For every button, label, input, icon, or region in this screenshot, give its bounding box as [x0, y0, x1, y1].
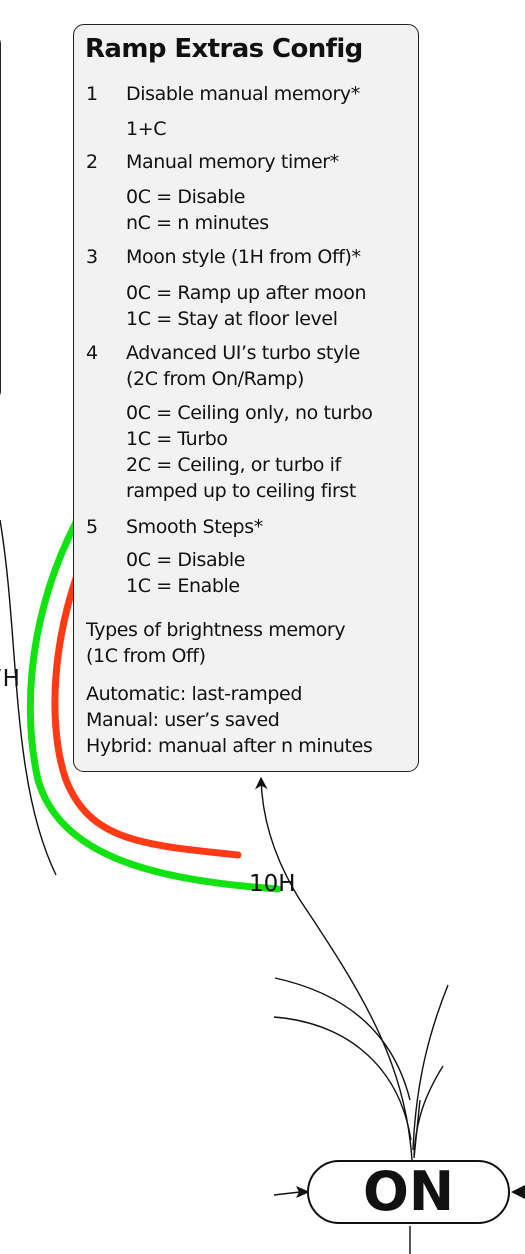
item-label: Smooth Steps* [126, 516, 263, 538]
edge-on-to-config [254, 776, 413, 1161]
edge-curve-a [274, 977, 411, 1101]
item-detail: 1C = Stay at floor level [126, 308, 338, 330]
edge-label-10h: 10H [249, 871, 296, 897]
item-detail: 2C = Ceiling, or turbo if [126, 454, 341, 476]
note-line: (1C from Off) [86, 645, 206, 667]
item-label-continued: (2C from On/Ramp) [126, 368, 305, 390]
edge-label-7h: 7H [0, 666, 20, 692]
item-label: Disable manual memory* [126, 83, 360, 105]
item-number: 5 [86, 516, 98, 538]
edge-curve-e [413, 1099, 421, 1159]
item-label: Moon style (1H from Off)* [126, 246, 361, 268]
item-detail: 1C = Enable [126, 575, 240, 597]
note-line: Manual: user’s saved [86, 709, 280, 731]
config-title: Ramp Extras Config [85, 34, 363, 64]
item-number: 3 [86, 246, 98, 268]
left-node-frame [0, 35, 1, 400]
arrowhead-right-into-on [511, 1185, 525, 1199]
green-highlight-arrow [26, 466, 282, 893]
item-detail: 1C = Turbo [126, 428, 228, 450]
item-number: 2 [86, 151, 98, 173]
note-line: Hybrid: manual after n minutes [86, 735, 373, 757]
left-edge-curve [0, 519, 57, 876]
ramp-extras-config-box [73, 24, 419, 772]
item-detail: ramped up to ceiling first [126, 480, 356, 502]
edge-curve-b [273, 1016, 412, 1141]
on-state-node [307, 1160, 510, 1224]
item-detail: nC = n minutes [126, 212, 269, 234]
item-detail: 0C = Disable [126, 186, 246, 208]
edge-curve-c [412, 984, 449, 1151]
item-number: 4 [86, 342, 98, 364]
note-line: Automatic: last-ramped [86, 683, 302, 705]
item-detail: 1+C [126, 118, 167, 140]
item-detail: 0C = Ramp up after moon [126, 282, 367, 304]
edge-left-into-on [273, 1191, 301, 1196]
item-label: Manual memory timer* [126, 151, 339, 173]
arrowhead-left-into-on [296, 1186, 310, 1198]
item-detail: 0C = Ceiling only, no turbo [126, 402, 373, 424]
note-line: Types of brightness memory [86, 619, 346, 641]
item-label: Advanced UI’s turbo style [126, 342, 360, 364]
on-state-label: ON [362, 1160, 455, 1223]
item-number: 1 [86, 83, 98, 105]
item-detail: 0C = Disable [126, 549, 246, 571]
